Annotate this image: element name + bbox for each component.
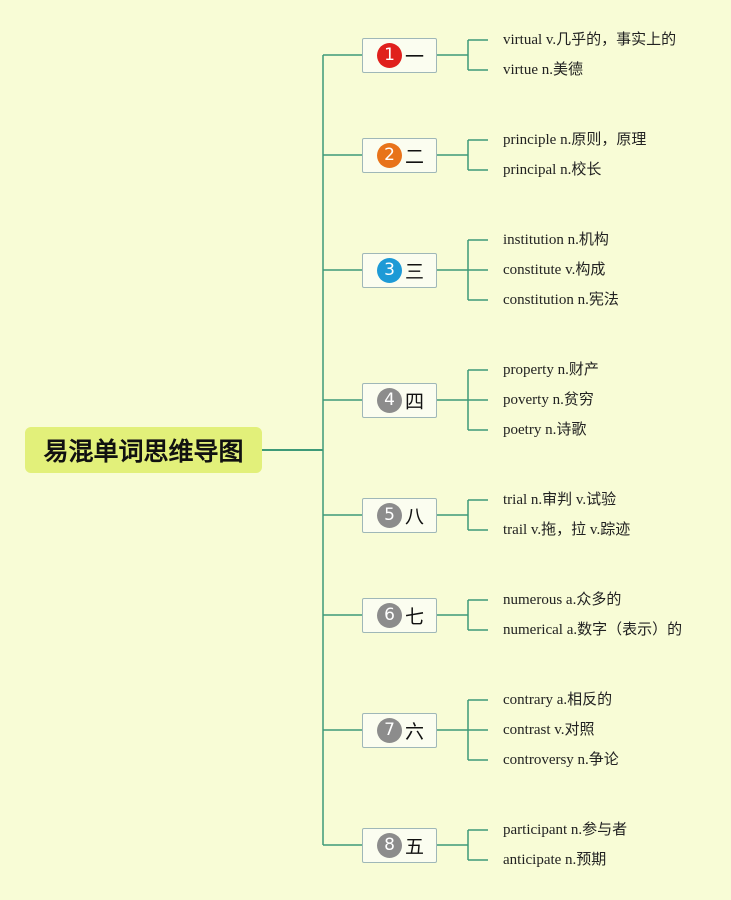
branch-label: 六 [405,720,425,743]
number-badge-icon: 3 [377,257,402,283]
leaf-item[interactable]: poetry n.诗歌 [503,422,587,438]
leaf-item[interactable]: constitution n.宪法 [503,292,619,308]
leaf-item[interactable]: numerous a.众多的 [503,592,622,608]
leaf-item[interactable]: poverty n.贫穷 [503,392,594,408]
branch-label: 五 [405,835,425,858]
branch-label: 三 [405,260,425,283]
number-badge-icon: 7 [377,717,402,743]
branch-label: 一 [405,45,425,68]
branch-label: 二 [405,145,425,168]
leaf-item[interactable]: property n.财产 [503,362,599,378]
leaf-item[interactable]: contrary a.相反的 [503,692,613,708]
leaf-item[interactable]: virtue n.美德 [503,62,583,78]
branch-label: 七 [405,605,425,628]
number-badge-icon: 8 [377,832,402,858]
root-node[interactable]: 易混单词思维导图 [25,427,262,473]
leaf-item[interactable]: constitute v.构成 [503,262,606,278]
leaf-item[interactable]: trail v.拖，拉 v.踪迹 [503,522,631,538]
leaf-item[interactable]: participant n.参与者 [503,822,628,838]
branch-label: 四 [405,390,425,413]
leaf-item[interactable]: trial n.审判 v.试验 [503,492,617,508]
leaf-item[interactable]: virtual v.几乎的，事实上的 [503,32,677,48]
leaf-item[interactable]: principle n.原则，原理 [503,132,647,148]
number-badge-icon: 1 [377,42,402,68]
root-title: 易混单词思维导图 [43,437,244,466]
number-badge-icon: 5 [377,502,402,528]
number-badge-icon: 2 [377,142,402,168]
number-badge-icon: 6 [377,602,402,628]
number-badge-icon: 4 [377,387,402,413]
leaf-item[interactable]: principal n.校长 [503,162,602,178]
branch-label: 八 [405,505,425,528]
leaf-item[interactable]: institution n.机构 [503,232,609,248]
leaf-item[interactable]: anticipate n.预期 [503,852,607,868]
leaf-item[interactable]: controversy n.争论 [503,752,619,768]
leaf-item[interactable]: numerical a.数字（表示）的 [503,622,683,638]
leaf-item[interactable]: contrast v.对照 [503,722,595,738]
